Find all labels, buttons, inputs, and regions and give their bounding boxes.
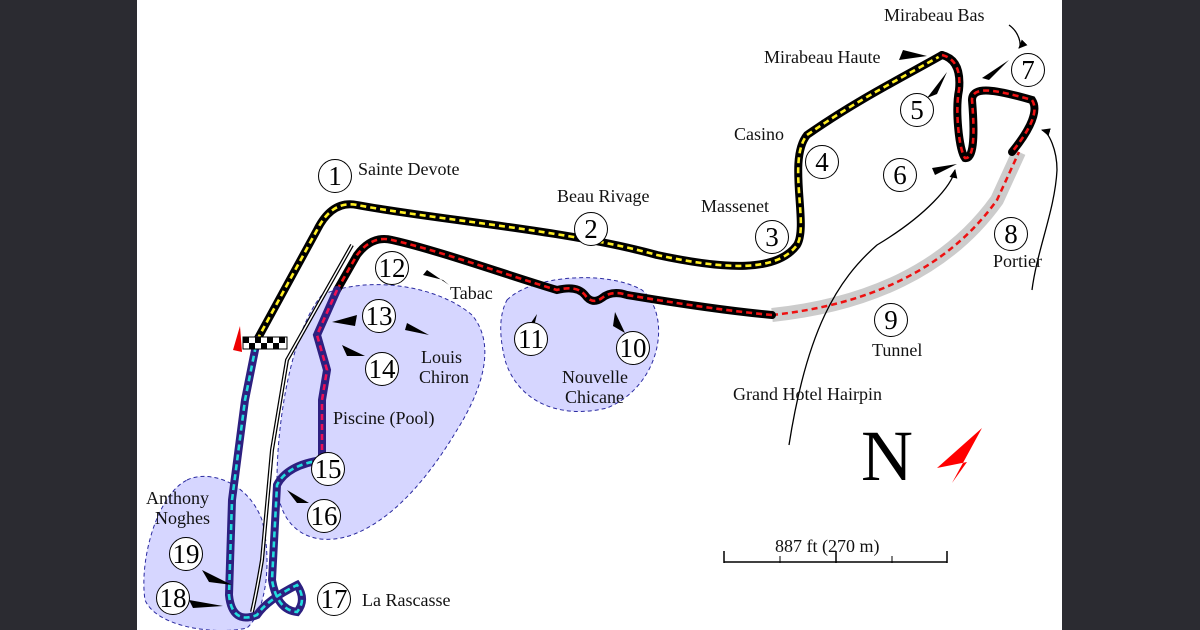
turn-marker: 13 [362, 299, 396, 333]
label-mirabeau-haute: Mirabeau Haute [764, 47, 881, 67]
turn-marker: 7 [1011, 53, 1045, 87]
track-sector-2 [312, 51, 1039, 464]
direction-arrow-icon [233, 326, 242, 352]
label-noghes: Noghes [155, 508, 210, 528]
turn-marker: 6 [883, 158, 917, 192]
label-louis: Louis [421, 347, 463, 367]
scale-label: 887 ft (270 m) [775, 536, 880, 556]
label-la-rascasse: La Rascasse [362, 590, 451, 610]
label-casino: Casino [734, 124, 785, 144]
label-chicane: Chicane [565, 387, 624, 407]
zone-nouvelle-chicane [500, 277, 660, 412]
label-anthony: Anthony [146, 488, 209, 508]
start-finish-line [242, 336, 288, 350]
north-arrow-icon [937, 428, 982, 483]
turn-marker: 15 [311, 452, 345, 486]
turn-marker: 2 [574, 212, 608, 246]
track-sector-1 [253, 51, 946, 344]
circuit-map: 1 2 3 4 5 6 7 8 9 10 11 12 13 14 15 16 1… [137, 0, 1062, 630]
turn-marker: 18 [156, 581, 190, 615]
turn-pointers [189, 24, 1058, 608]
turn-marker: 8 [994, 217, 1028, 251]
turn-marker: 10 [616, 331, 650, 365]
turn-marker: 12 [375, 251, 409, 285]
label-sainte-devote: Sainte Devote [358, 159, 460, 179]
turn-marker: 17 [317, 582, 351, 616]
turn-marker: 5 [900, 93, 934, 127]
turn-marker: 19 [169, 537, 203, 571]
label-piscine: Piscine (Pool) [333, 408, 435, 428]
turn-marker: 1 [318, 159, 352, 193]
label-massenet: Massenet [701, 196, 769, 216]
north-letter: N [861, 416, 913, 496]
label-tabac: Tabac [450, 283, 493, 303]
turn-marker: 3 [755, 220, 789, 254]
label-mirabeau-bas: Mirabeau Bas [884, 5, 985, 25]
turn-marker: 4 [805, 145, 839, 179]
track-sector-3 [224, 336, 326, 622]
label-chiron: Chiron [419, 367, 470, 387]
label-portier: Portier [993, 251, 1042, 271]
turn-marker: 14 [365, 352, 399, 386]
label-nouvelle: Nouvelle [562, 367, 628, 387]
scale-bar [723, 551, 948, 563]
turn-marker: 9 [874, 303, 908, 337]
label-grand-hotel-hairpin: Grand Hotel Hairpin [733, 384, 882, 404]
turn-marker: 11 [514, 322, 548, 356]
label-beau-rivage: Beau Rivage [557, 186, 650, 206]
label-tunnel: Tunnel [872, 340, 923, 360]
turn-marker: 16 [307, 499, 341, 533]
